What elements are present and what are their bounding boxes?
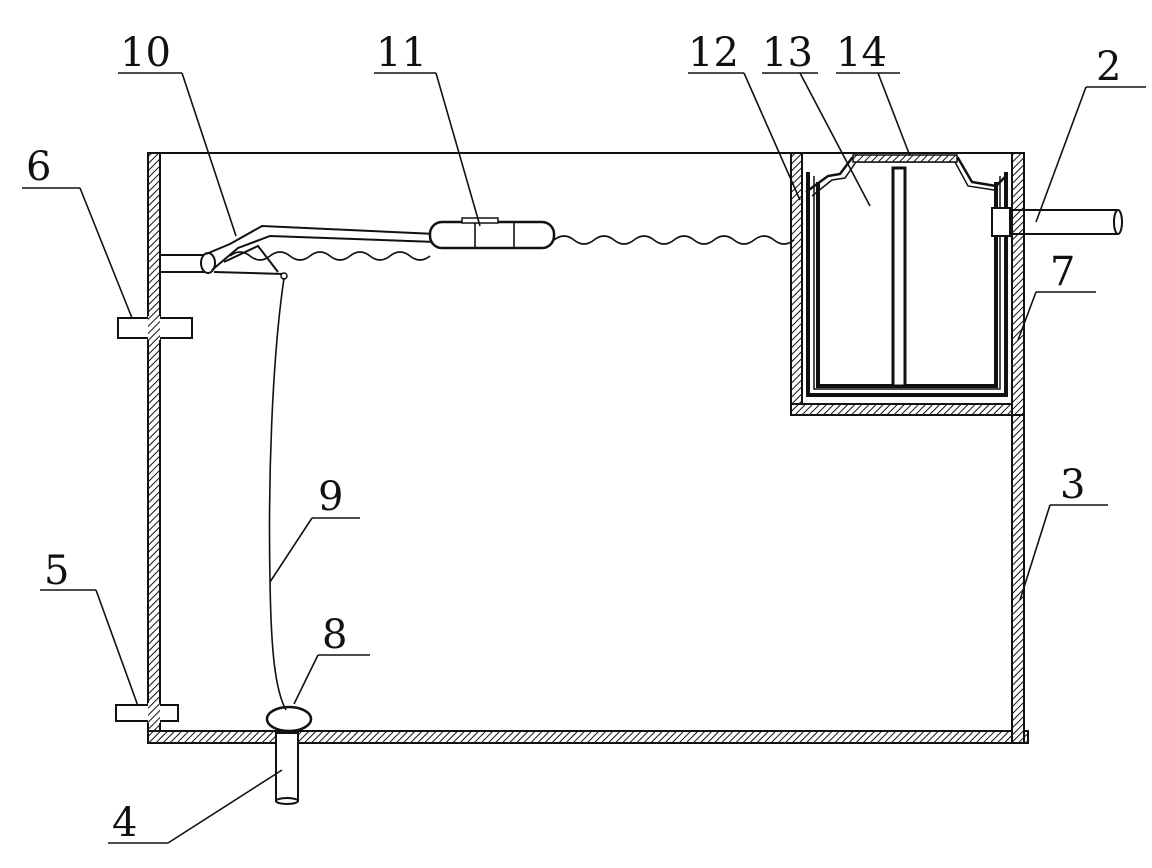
label-7: 7	[1050, 249, 1075, 295]
label-10: 10	[120, 30, 171, 76]
liner	[806, 172, 1008, 397]
divider	[891, 166, 907, 388]
label-6: 6	[26, 144, 51, 190]
chain-9	[268, 277, 287, 711]
lid-seal	[852, 154, 958, 163]
label-13: 13	[762, 30, 813, 76]
tank-bottom-wall	[147, 730, 1029, 744]
label-2: 2	[1096, 44, 1121, 90]
wire-left	[229, 251, 431, 261]
float-11	[428, 217, 556, 250]
wire-right	[553, 235, 795, 245]
label-9: 9	[318, 474, 343, 520]
compartment-right-wall	[1011, 152, 1025, 416]
compartment	[790, 152, 1025, 416]
leader-lines	[22, 72, 1146, 844]
label-4: 4	[112, 800, 137, 846]
tank-left-wall	[147, 152, 161, 744]
pipe-4	[275, 732, 299, 805]
tank-right-wall	[1011, 409, 1025, 744]
label-12: 12	[688, 30, 739, 76]
label-14: 14	[836, 30, 887, 76]
pipe-6	[117, 316, 193, 340]
label-8: 8	[322, 612, 347, 658]
inlet-stub	[160, 252, 216, 274]
label-3: 3	[1060, 462, 1085, 508]
inner-box	[816, 182, 998, 388]
compartment-bottom-wall	[790, 403, 1025, 416]
main-tank	[147, 152, 1029, 744]
label-5: 5	[44, 548, 69, 594]
lever-10	[205, 224, 437, 280]
plug-8	[265, 705, 313, 733]
pipe-5	[115, 703, 179, 723]
label-11: 11	[376, 30, 427, 76]
pipe-2	[991, 207, 1123, 237]
